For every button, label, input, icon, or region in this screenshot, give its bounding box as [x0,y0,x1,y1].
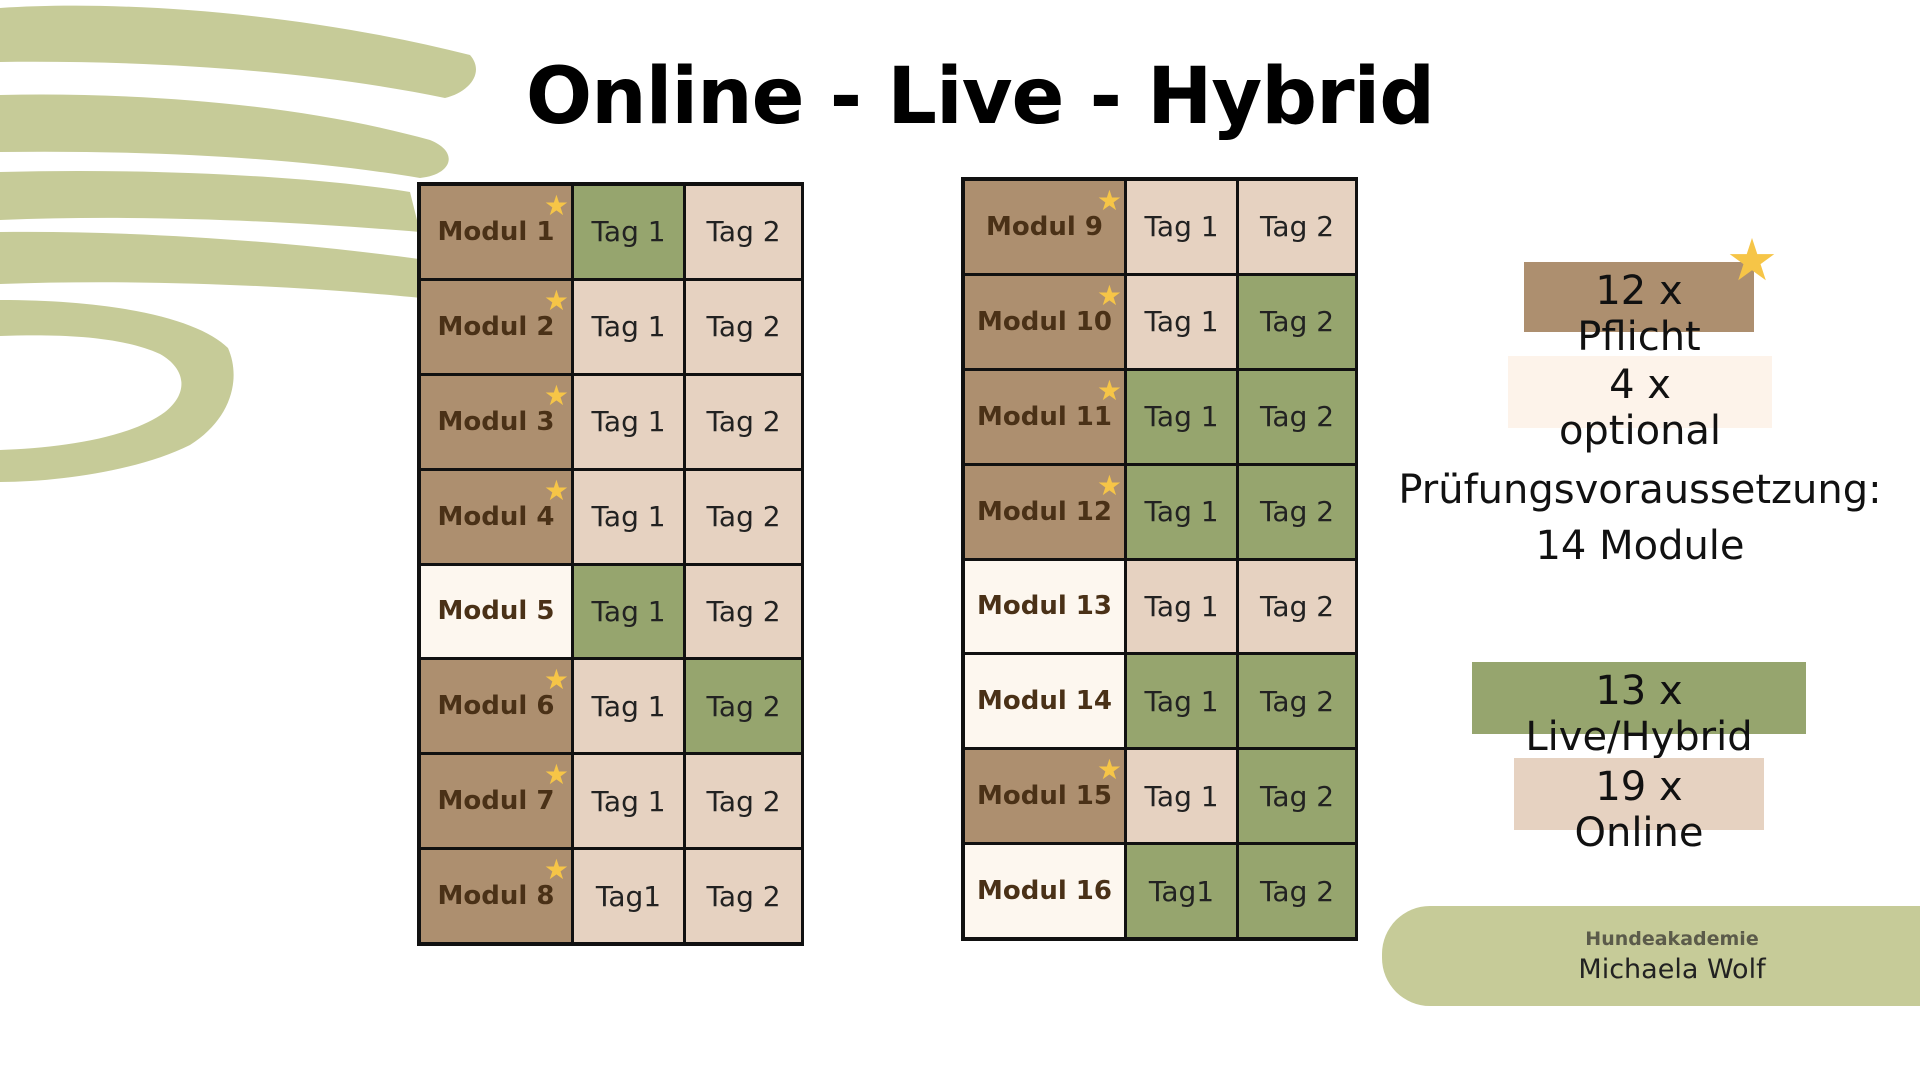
star-icon: ★ [543,189,569,222]
footer-name: Michaela Wolf [1578,954,1766,985]
module-cell: Modul 4★ [421,470,571,563]
day-2-cell: Tag 2 [1239,181,1355,273]
module-cell: Modul 8★ [421,850,571,942]
day-2-cell: Tag 2 [686,565,801,658]
day-1-cell: Tag 1 [1127,275,1236,368]
legend-optional: 4 x optional [1508,356,1772,454]
module-cell: Modul 13 [965,560,1124,653]
module-cell: Modul 2★ [421,280,571,373]
exam-requirement: Prüfungsvoraussetzung: 14 Module [1380,462,1900,574]
day-1-cell: Tag 1 [574,755,683,848]
module-label: Modul 5 [437,596,555,627]
day-2-cell: Tag 2 [686,186,801,278]
star-icon: ★ [543,473,569,507]
module-label: Modul 12 [976,496,1112,527]
day-1-cell: Tag 1 [1127,181,1236,273]
star-icon: ★ [543,853,569,887]
module-label: Modul 10 [976,306,1112,337]
exam-requirement-label: Prüfungsvoraussetzung: [1398,467,1882,513]
day-2-cell: Tag 2 [1239,655,1355,748]
day-1-cell: Tag 1 [574,186,683,278]
exam-requirement-value: 14 Module [1535,523,1745,569]
day-1-cell: Tag 1 [1127,655,1236,748]
day-1-cell: Tag 1 [1127,465,1236,558]
star-icon: ★ [543,378,569,412]
day-1-cell: Tag 1 [1127,750,1236,843]
day-2-cell: Tag 2 [686,280,801,373]
module-label: Modul 2 [437,311,555,342]
day-2-cell: Tag 2 [686,375,801,468]
module-cell: Modul 15★ [965,750,1124,843]
module-cell: Modul 3★ [421,375,571,468]
day-2-cell: Tag 2 [686,470,801,563]
day-1-cell: Tag1 [574,850,683,942]
footer-brand: Hundeakademie [1585,928,1759,950]
module-label: Modul 1 [437,216,555,247]
module-cell: Modul 14 [965,655,1124,748]
day-1-cell: Tag 1 [574,280,683,373]
module-cell: Modul 7★ [421,755,571,848]
module-cell: Modul 12★ [965,465,1124,558]
star-icon: ★ [543,663,569,697]
module-label: Modul 7 [437,786,555,817]
day-1-cell: Tag 1 [1127,370,1236,463]
day-2-cell: Tag 2 [1239,750,1355,843]
legend-pflicht: 12 x Pflicht [1524,262,1754,360]
day-2-cell: Tag 2 [686,660,801,753]
day-1-cell: Tag 1 [574,470,683,563]
module-label: Modul 4 [437,501,555,532]
star-icon: ★ [1096,278,1122,312]
module-label: Modul 15 [976,781,1112,812]
star-icon: ★ [1096,468,1122,502]
module-label: Modul 6 [437,691,555,722]
day-1-cell: Tag 1 [574,375,683,468]
day-2-cell: Tag 2 [1239,465,1355,558]
day-1-cell: Tag 1 [574,660,683,753]
module-cell: Modul 5 [421,565,571,658]
brush-stroke-decoration [0,5,476,482]
day-1-cell: Tag1 [1127,845,1236,937]
page-title: Online - Live - Hybrid [525,52,1435,142]
module-cell: Modul 10★ [965,275,1124,368]
legend-live-hybrid: 13 x Live/Hybrid [1472,662,1806,760]
module-cell: Modul 6★ [421,660,571,753]
legend-online: 19 x Online [1514,758,1764,856]
module-cell: Modul 1★ [421,186,571,278]
module-label: Modul 14 [976,686,1112,717]
module-label: Modul 8 [437,881,555,912]
module-cell: Modul 11★ [965,370,1124,463]
module-cell: Modul 16 [965,845,1124,937]
star-icon: ★ [1726,228,1778,293]
star-icon: ★ [543,758,569,792]
module-label: Modul 3 [437,406,555,437]
module-label: Modul 11 [976,401,1112,432]
star-icon: ★ [1096,184,1122,217]
day-2-cell: Tag 2 [1239,275,1355,368]
day-1-cell: Tag 1 [1127,560,1236,653]
footer-banner [1382,906,1920,1006]
module-label: Modul 13 [976,591,1112,622]
star-icon: ★ [1096,753,1122,787]
day-2-cell: Tag 2 [1239,845,1355,937]
module-label: Modul 16 [976,876,1112,907]
day-2-cell: Tag 2 [1239,560,1355,653]
star-icon: ★ [543,283,569,317]
day-1-cell: Tag 1 [574,565,683,658]
star-icon: ★ [1096,373,1122,407]
day-2-cell: Tag 2 [686,755,801,848]
module-cell: Modul 9★ [965,181,1124,273]
day-2-cell: Tag 2 [1239,370,1355,463]
module-label: Modul 9 [986,211,1103,242]
day-2-cell: Tag 2 [686,850,801,942]
